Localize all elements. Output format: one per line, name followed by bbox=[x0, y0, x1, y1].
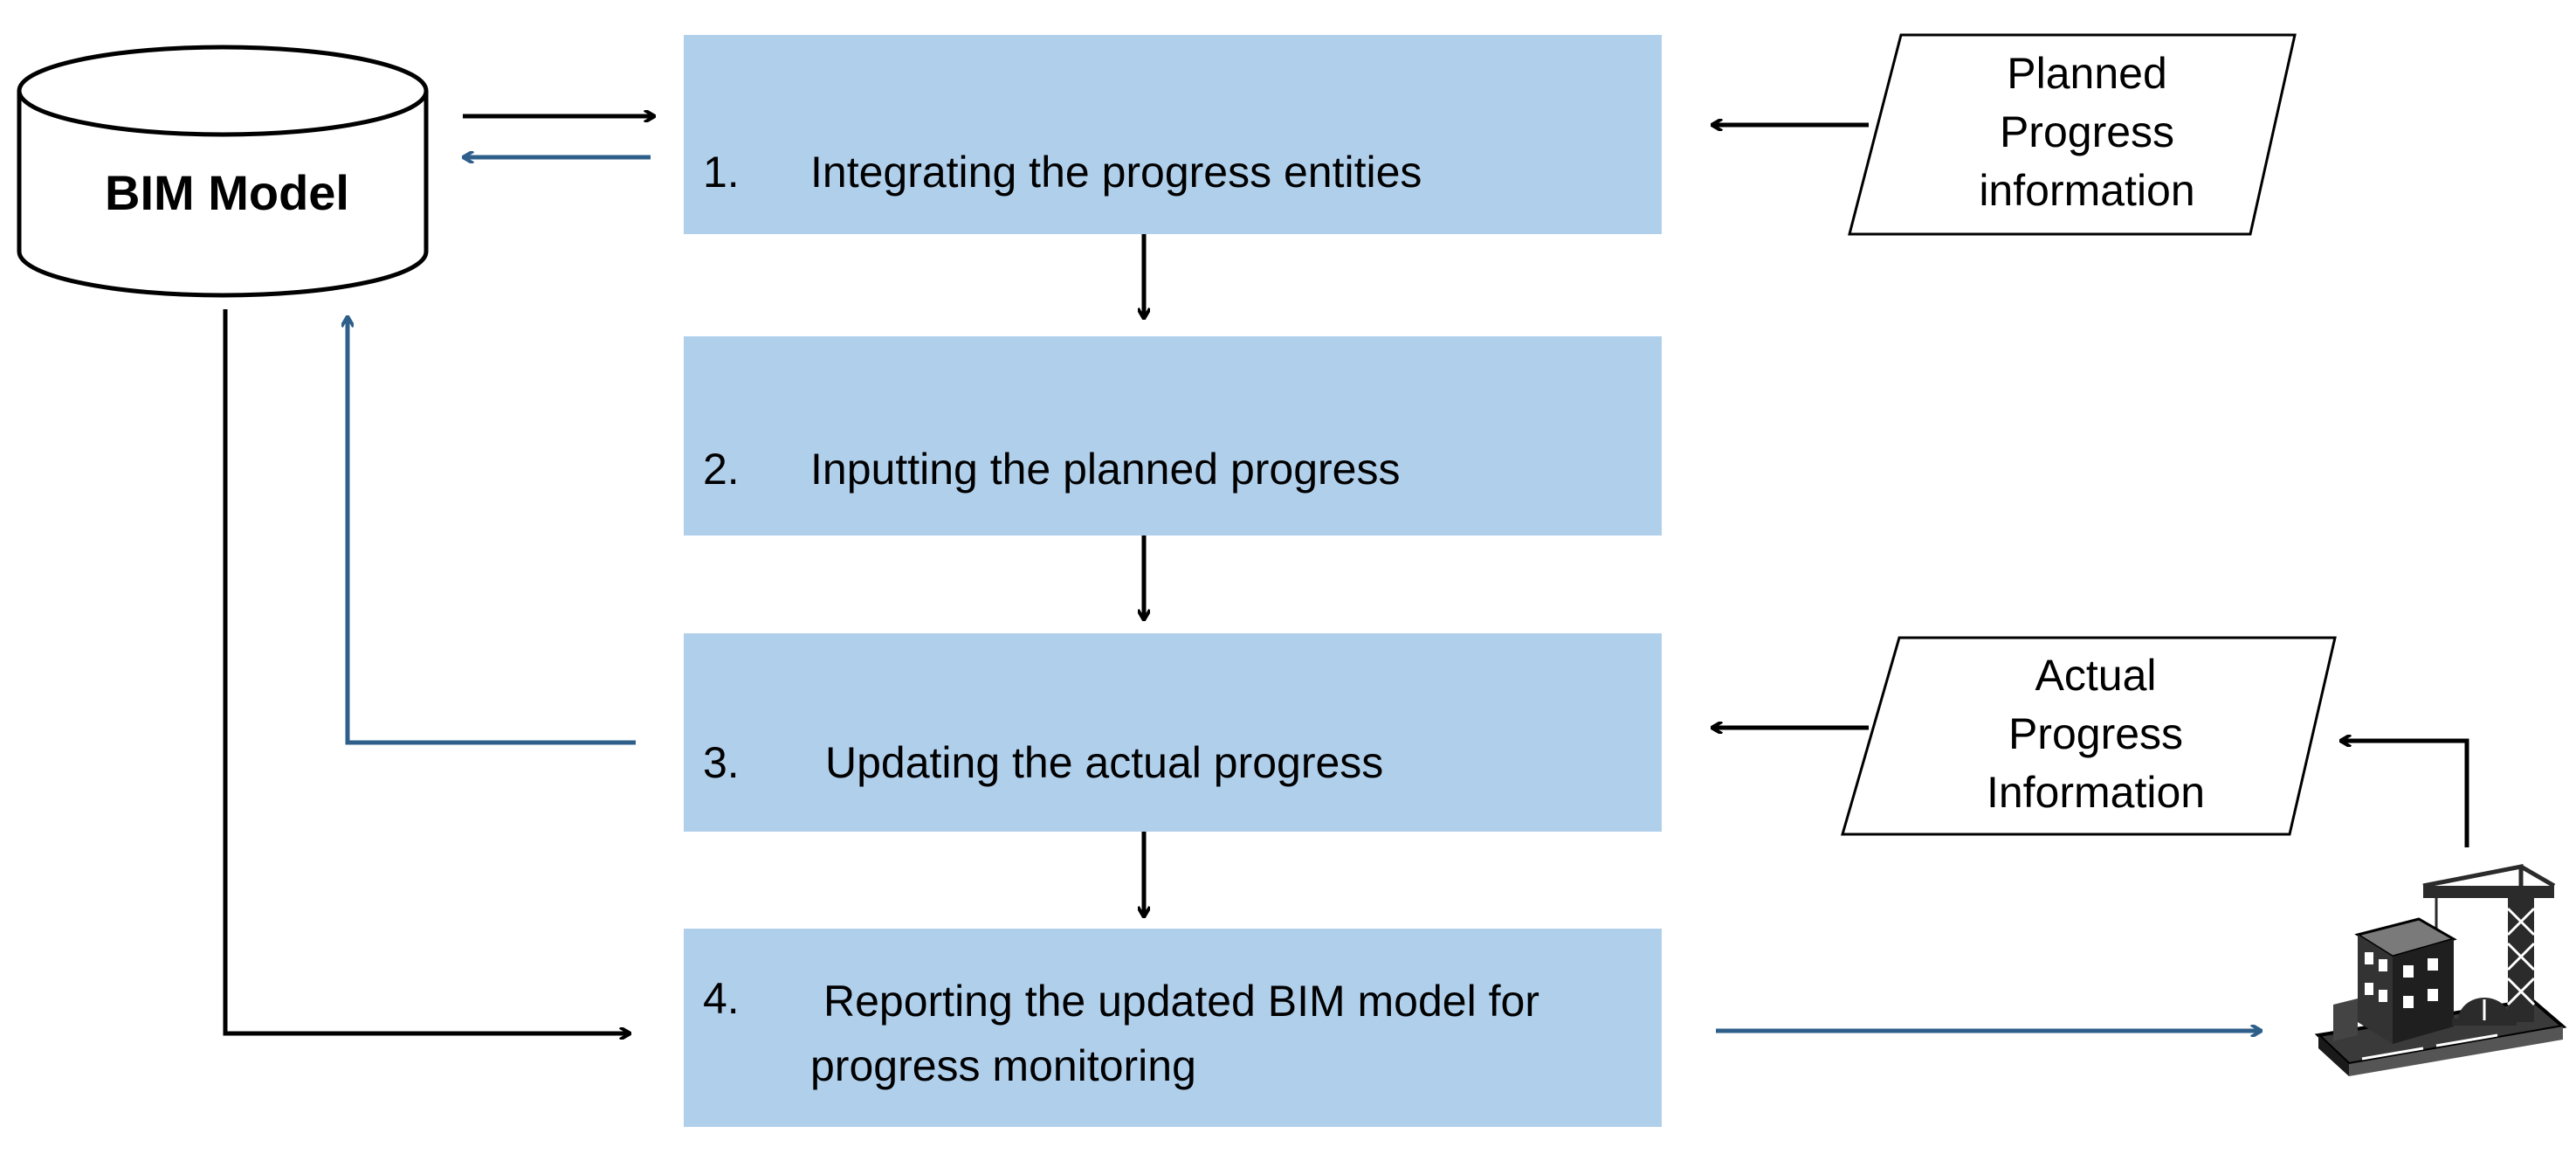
planned-progress-text: Planned Progress information bbox=[1895, 45, 2279, 220]
step-1-box: 1. Integrating the progress entities bbox=[684, 35, 1662, 234]
step-4-text: Reporting the updated BIM model for prog… bbox=[810, 977, 1539, 1090]
actual-progress-shape bbox=[1841, 636, 2337, 836]
step-1-number: 1. bbox=[703, 148, 740, 197]
actual-line-3: Information bbox=[1986, 768, 2206, 817]
bim-model-label: BIM Model bbox=[105, 165, 349, 220]
step-3-box: 3. Updating the actual progress bbox=[684, 633, 1662, 832]
arrow-site-to-actual bbox=[2340, 741, 2469, 847]
construction-site-icon bbox=[2314, 863, 2567, 1076]
step-4-box: 4. Reporting the updated BIM model for p… bbox=[684, 929, 1662, 1127]
step-2-text: Inputting the planned progress bbox=[810, 445, 1401, 494]
planned-progress-shape bbox=[1848, 33, 2297, 236]
planned-line-2: Progress bbox=[1999, 107, 2175, 156]
arrow-db-to-step4 bbox=[223, 309, 630, 1033]
actual-line-1: Actual bbox=[2035, 651, 2157, 700]
step-3-number: 3. bbox=[703, 738, 740, 787]
step-3-text: Updating the actual progress bbox=[825, 738, 1384, 787]
step-1-text: Integrating the progress entities bbox=[810, 148, 1422, 197]
step-2-box: 2. Inputting the planned progress bbox=[684, 336, 1662, 536]
bim-model-database bbox=[17, 45, 429, 298]
step-4-number: 4. bbox=[703, 974, 740, 1023]
actual-line-2: Progress bbox=[2008, 709, 2184, 758]
arrow-step3-to-db bbox=[348, 316, 636, 745]
actual-progress-text: Actual Progress Information bbox=[1886, 646, 2305, 822]
planned-line-1: Planned bbox=[2007, 49, 2167, 98]
step-2-number: 2. bbox=[703, 445, 740, 494]
planned-line-3: information bbox=[1979, 166, 2195, 215]
